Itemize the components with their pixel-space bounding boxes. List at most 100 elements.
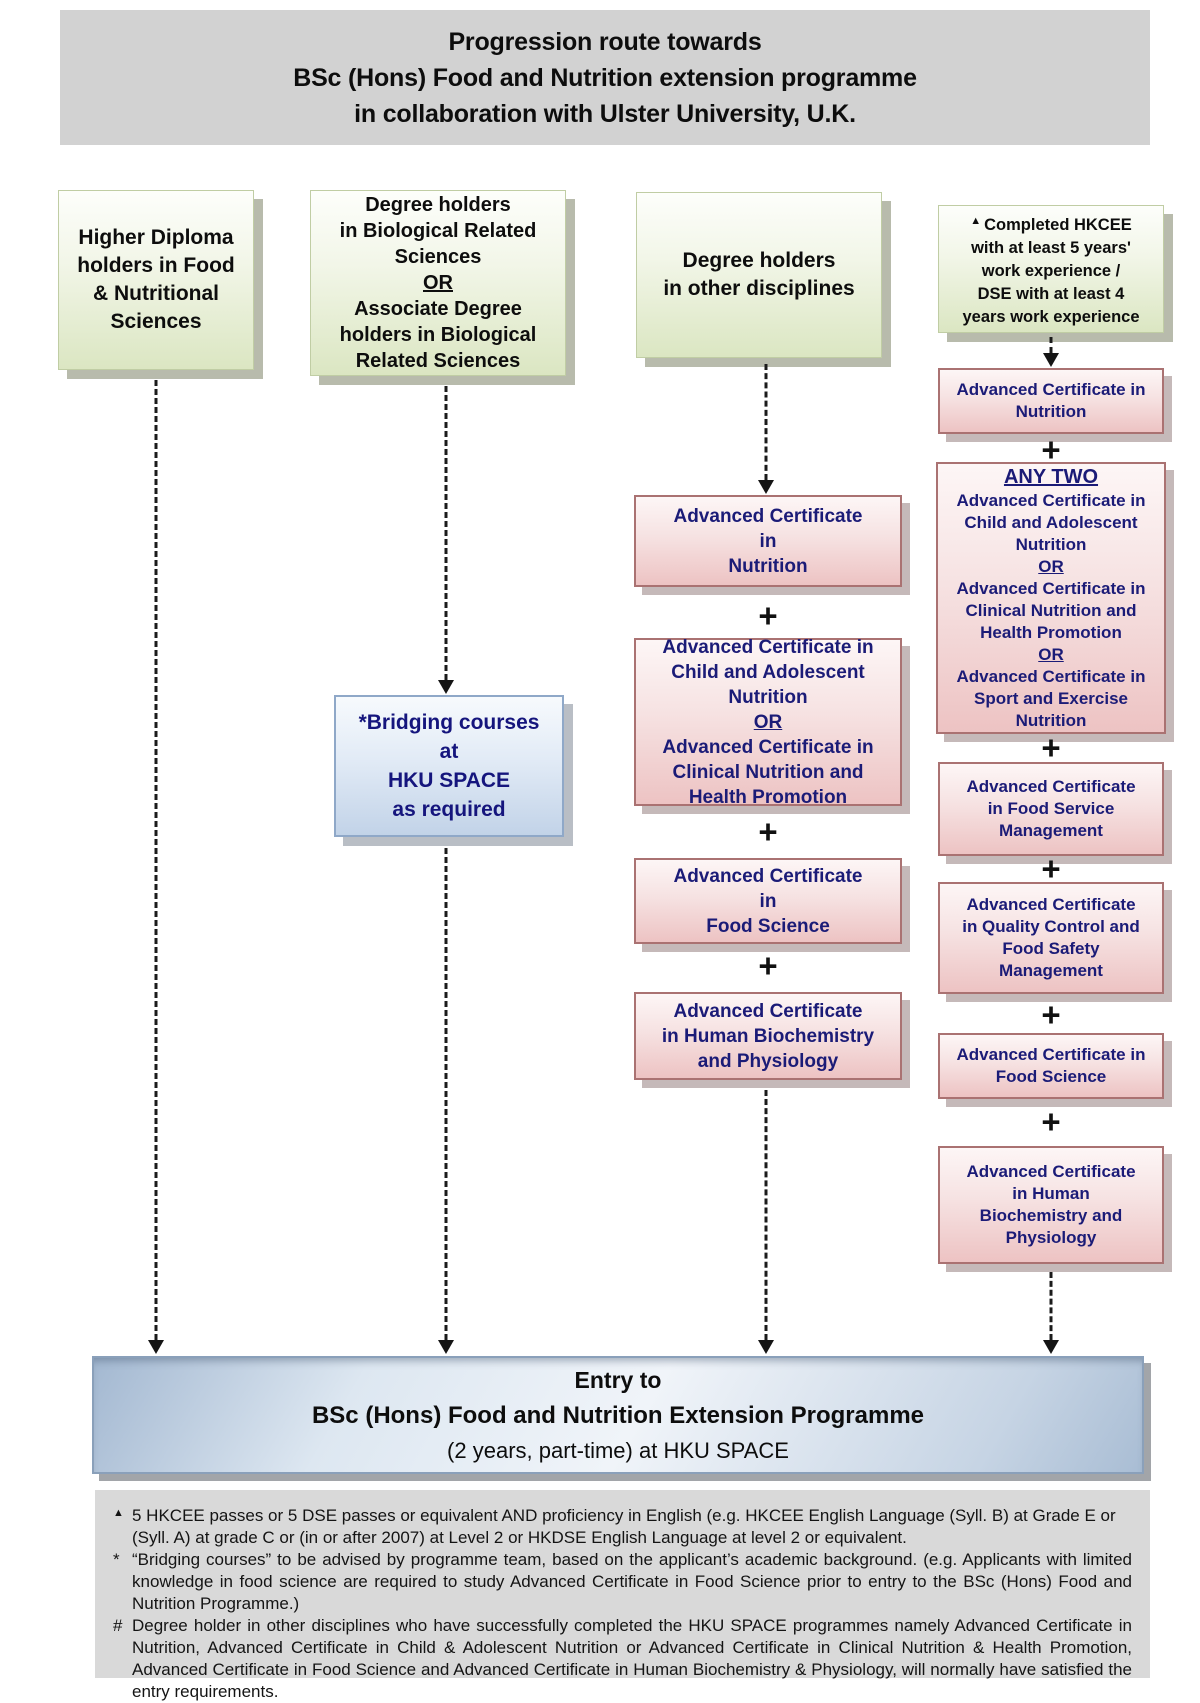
footnote-triangle-marker: ▲	[113, 1507, 124, 1519]
box-bridging-courses: *Bridging courses at HKU SPACE as requir…	[334, 695, 564, 837]
box-line: Advanced Certificate	[673, 865, 863, 887]
plus-sign: +	[1041, 729, 1061, 766]
box-line: Advanced Certificate in	[956, 1045, 1146, 1064]
arrowhead-down-icon	[438, 1340, 454, 1354]
arrowhead-down-icon	[438, 680, 454, 694]
page-title-line: in collaboration with Ulster University,…	[354, 99, 856, 128]
footnote-asterisk-marker: *	[113, 1550, 120, 1569]
box-degree-holders-other: Degree holders in other disciplines	[636, 192, 882, 358]
box-line: in Biological Related	[339, 220, 537, 242]
box-line: Advanced Certificate in	[956, 380, 1146, 399]
box-line: HKU SPACE	[387, 769, 511, 792]
footnote-degree-holder: # Degree holder in other disciplines who…	[111, 1615, 1132, 1703]
box-line: at	[439, 740, 459, 763]
box-line: Advanced Certificate	[673, 505, 863, 527]
box-line: BSc (Hons) Food and Nutrition Extension …	[311, 1401, 925, 1429]
box-line-or: OR	[1038, 557, 1064, 576]
box-entry-programme: Entry to BSc (Hons) Food and Nutrition E…	[92, 1356, 1144, 1474]
box-line: Advanced Certificate	[673, 1000, 863, 1022]
plus-sign: +	[1041, 850, 1061, 887]
footnote-triangle-marker: ▲	[970, 214, 982, 227]
box-cert-food-service: Advanced Certificate in Food Service Man…	[938, 762, 1164, 856]
dashed-connector	[444, 848, 448, 1340]
box-line: Physiology	[1005, 1228, 1097, 1247]
plus-sign: +	[1041, 1103, 1061, 1140]
box-line: years work experience	[962, 307, 1140, 326]
arrowhead-down-icon	[1043, 353, 1059, 367]
box-line: in Human Biochemistry	[661, 1025, 875, 1047]
dashed-connector	[1049, 337, 1053, 353]
box-line: Advanced Certificate in	[662, 636, 874, 658]
box-line: Nutrition	[728, 555, 808, 577]
page-title-line: Progression route towards	[448, 27, 762, 56]
box-line: in other disciplines	[663, 277, 855, 300]
box-line: Nutrition	[1015, 535, 1087, 554]
box-line: Advanced Certificate in	[956, 579, 1146, 598]
footnote-hkcee: ▲ 5 HKCEE passes or 5 DSE passes or equi…	[111, 1505, 1132, 1549]
box-line: Child and Adolescent	[671, 661, 865, 683]
box-line: in Quality Control and	[962, 917, 1140, 936]
box-line: in	[759, 890, 777, 912]
arrowhead-down-icon	[148, 1340, 164, 1354]
arrowhead-down-icon	[758, 480, 774, 494]
box-cert-nutrition: Advanced Certificate in Nutrition	[634, 495, 902, 587]
box-line: Nutrition	[728, 686, 808, 708]
box-cert-food-science-right: Advanced Certificate in Food Science	[938, 1033, 1164, 1099]
footnote-hash-marker: #	[113, 1616, 123, 1635]
title-banner: Progression route towards BSc (Hons) Foo…	[60, 10, 1150, 145]
box-cert-nutrition-right: Advanced Certificate in Nutrition	[938, 368, 1164, 434]
box-cert-quality-control: Advanced Certificate in Quality Control …	[938, 882, 1164, 994]
box-line: Advanced Certificate	[966, 895, 1136, 914]
footnote-text: Degree holder in other disciplines who h…	[132, 1616, 1132, 1701]
box-line: ▲Completed HKCEE	[945, 210, 1157, 237]
box-degree-holders-biological: Degree holders in Biological Related Sci…	[310, 190, 566, 376]
box-line: Nutrition	[1015, 402, 1087, 421]
box-cert-food-science: Advanced Certificate in Food Science	[634, 858, 902, 944]
box-line: Sciences	[394, 246, 482, 268]
box-higher-diploma-holders: Higher Diploma holders in Food & Nutriti…	[58, 190, 254, 370]
footnotes-block: ▲ 5 HKCEE passes or 5 DSE passes or equi…	[95, 1490, 1150, 1701]
box-line: *Bridging courses	[358, 711, 540, 734]
box-line: & Nutritional	[93, 282, 219, 305]
box-line: Clinical Nutrition and	[965, 601, 1137, 620]
box-line: and Physiology	[697, 1050, 839, 1072]
box-line-text: Completed HKCEE	[984, 215, 1132, 234]
box-line: Biochemistry and	[979, 1206, 1123, 1225]
plus-sign: +	[1041, 996, 1061, 1033]
box-line: Sport and Exercise	[973, 689, 1128, 708]
box-line: Associate Degree	[354, 298, 522, 320]
plus-sign: +	[758, 947, 778, 984]
dashed-connector	[764, 1090, 768, 1340]
box-line-any-two: ANY TWO	[1003, 466, 1099, 488]
box-line-or: OR	[423, 272, 453, 294]
box-line: Advanced Certificate in	[956, 667, 1146, 686]
box-line: Food Safety	[1002, 939, 1100, 958]
dashed-connector	[444, 386, 448, 680]
footnote-bridging: * “Bridging courses” to be advised by pr…	[111, 1549, 1132, 1615]
box-cert-biochem-right: Advanced Certificate in Human Biochemist…	[938, 1146, 1164, 1264]
box-line: Degree holders	[682, 249, 836, 272]
box-line: Advanced Certificate in	[956, 491, 1146, 510]
box-line: Advanced Certificate in	[662, 736, 874, 758]
box-line: Food Science	[995, 1067, 1107, 1086]
box-cert-biochem: Advanced Certificate in Human Biochemist…	[634, 992, 902, 1080]
box-line-or: OR	[1038, 645, 1064, 664]
box-line: Management	[999, 821, 1103, 840]
box-line: Entry to	[574, 1366, 662, 1393]
box-line: (2 years, part-time) at HKU SPACE	[447, 1437, 789, 1463]
box-line: as required	[392, 798, 506, 821]
box-line: Related Sciences	[355, 350, 521, 372]
box-line: Child and Adolescent	[964, 513, 1138, 532]
footnote-text: “Bridging courses” to be advised by prog…	[132, 1550, 1132, 1613]
box-line: Advanced Certificate	[966, 777, 1136, 796]
box-line: Higher Diploma	[78, 226, 234, 249]
dashed-connector	[764, 364, 768, 480]
page-title-line: BSc (Hons) Food and Nutrition extension …	[293, 63, 917, 92]
arrowhead-down-icon	[1043, 1340, 1059, 1354]
plus-sign: +	[1041, 431, 1061, 468]
plus-sign: +	[758, 813, 778, 850]
box-hkcee-dse-experience: ▲Completed HKCEE with at least 5 years' …	[938, 205, 1164, 333]
box-line: in	[759, 530, 777, 552]
box-line: Advanced Certificate	[966, 1162, 1136, 1181]
